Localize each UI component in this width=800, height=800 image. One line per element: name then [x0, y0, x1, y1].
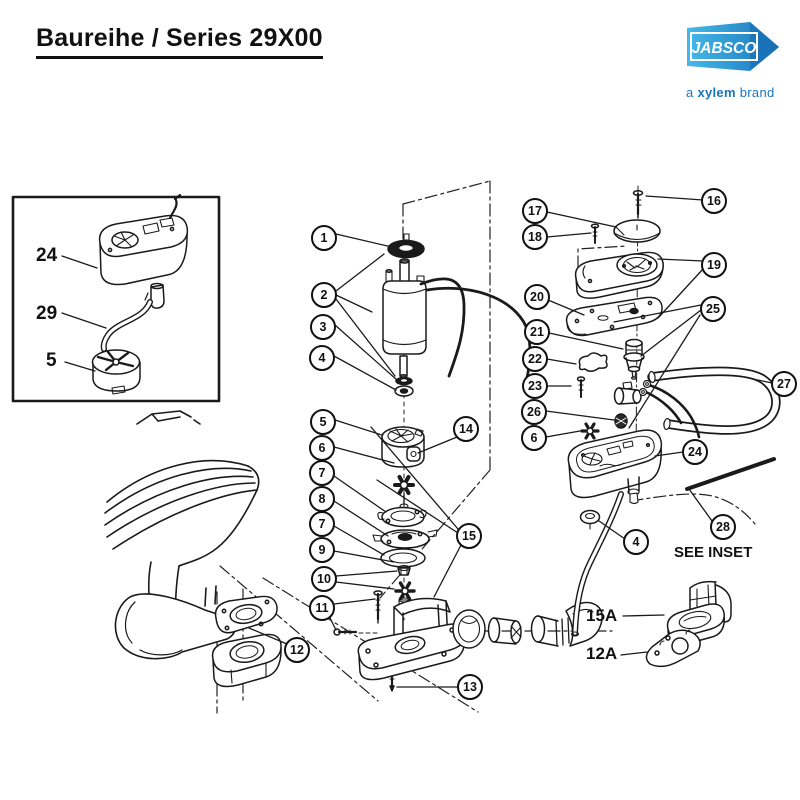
base-flange-block — [211, 633, 282, 688]
callout-4-right: 4 — [623, 529, 649, 555]
grommet-4-right — [579, 509, 601, 530]
callout-2: 2 — [311, 282, 337, 308]
callout-20: 20 — [524, 284, 550, 310]
callout-13: 13 — [457, 674, 483, 700]
screw-16 — [632, 190, 644, 219]
callout-4: 4 — [309, 345, 335, 371]
cover-plate-17 — [613, 219, 661, 243]
gasket-22 — [578, 352, 608, 372]
nut-10 — [397, 565, 411, 576]
tagline-brand: brand — [739, 85, 775, 100]
screw-11-horizontal — [333, 628, 358, 636]
fitting-26 — [613, 381, 642, 429]
inset-label-24: 24 — [36, 245, 58, 266]
hose-27 — [647, 366, 781, 435]
motor-wires-right — [638, 379, 701, 439]
gasket-12a — [645, 629, 701, 668]
callout-25: 25 — [700, 296, 726, 322]
callout-1: 1 — [311, 225, 337, 251]
see-inset-label: SEE INSET — [674, 544, 753, 561]
callout-19: 19 — [701, 252, 727, 278]
callout-6: 6 — [309, 435, 335, 461]
seal-washer-1 — [387, 233, 425, 259]
drain-hose-right — [570, 491, 624, 637]
inset-label-5: 5 — [46, 350, 57, 371]
callout-23: 23 — [522, 373, 548, 399]
callout-16: 16 — [701, 188, 727, 214]
callout-5: 5 — [310, 409, 336, 435]
callout-24: 24 — [682, 439, 708, 465]
jabsco-logo-arrow: JABSCO — [687, 22, 779, 71]
callout-27: 27 — [771, 371, 797, 397]
callout-9: 9 — [309, 537, 335, 563]
pump-base-24 — [567, 429, 663, 505]
inset-label-29: 29 — [36, 303, 58, 324]
toilet-bowl-outline — [104, 410, 260, 660]
label-12a: 12A — [586, 644, 618, 663]
callout-7b: 7 — [309, 511, 335, 537]
motor-wires — [419, 277, 532, 380]
seal-4 — [394, 385, 414, 397]
jabsco-logo: JABSCO a xylem brand — [686, 20, 786, 100]
callout-15: 15 — [456, 523, 482, 549]
tagline-xylem: xylem — [697, 85, 736, 100]
valve-connector — [487, 617, 522, 645]
motor-housing-19 — [574, 251, 664, 299]
callout-7: 7 — [309, 460, 335, 486]
base-gasket-12 — [214, 595, 278, 634]
callout-12: 12 — [284, 637, 310, 663]
inset-box — [11, 193, 221, 403]
callout-14: 14 — [453, 416, 479, 442]
callout-18: 18 — [522, 224, 548, 250]
plate-8 — [372, 529, 438, 549]
callout-11: 11 — [309, 595, 335, 621]
screw-11-vertical — [373, 590, 383, 624]
gasket-7b — [380, 548, 426, 568]
logo-text-box — [690, 32, 758, 61]
base-plate-20-21 — [565, 296, 663, 337]
pump-bracket-flange — [357, 597, 466, 681]
label-15a: 15A — [586, 606, 618, 625]
logo-tagline: a xylem brand — [686, 85, 786, 100]
callout-17: 17 — [522, 198, 548, 224]
callout-28: 28 — [710, 514, 736, 540]
tagline-a: a — [686, 85, 694, 100]
leader-lines — [61, 195, 773, 688]
logo-brand-text: JABSCO — [692, 40, 757, 57]
air-valve-21 — [623, 338, 645, 380]
callout-6-right: 6 — [521, 425, 547, 451]
page-title: Baureihe / Series 29X00 — [36, 24, 323, 59]
callout-3: 3 — [310, 314, 336, 340]
joker-valve — [452, 609, 486, 649]
screw-18 — [590, 223, 600, 244]
inset-pump-base — [98, 193, 189, 309]
callout-26: 26 — [521, 399, 547, 425]
rod-28 — [685, 457, 776, 491]
callout-8: 8 — [309, 486, 335, 512]
motor-2 — [382, 258, 427, 378]
clip-14 — [406, 446, 421, 462]
callout-10: 10 — [311, 566, 337, 592]
screw-23 — [576, 376, 586, 398]
impeller-6-right — [580, 422, 600, 440]
wear-plate-7a — [377, 506, 427, 528]
washer-3 — [395, 376, 413, 386]
inset-impeller-cup — [91, 349, 141, 395]
inset-hose — [100, 292, 153, 352]
callout-21: 21 — [524, 319, 550, 345]
callout-22: 22 — [522, 346, 548, 372]
